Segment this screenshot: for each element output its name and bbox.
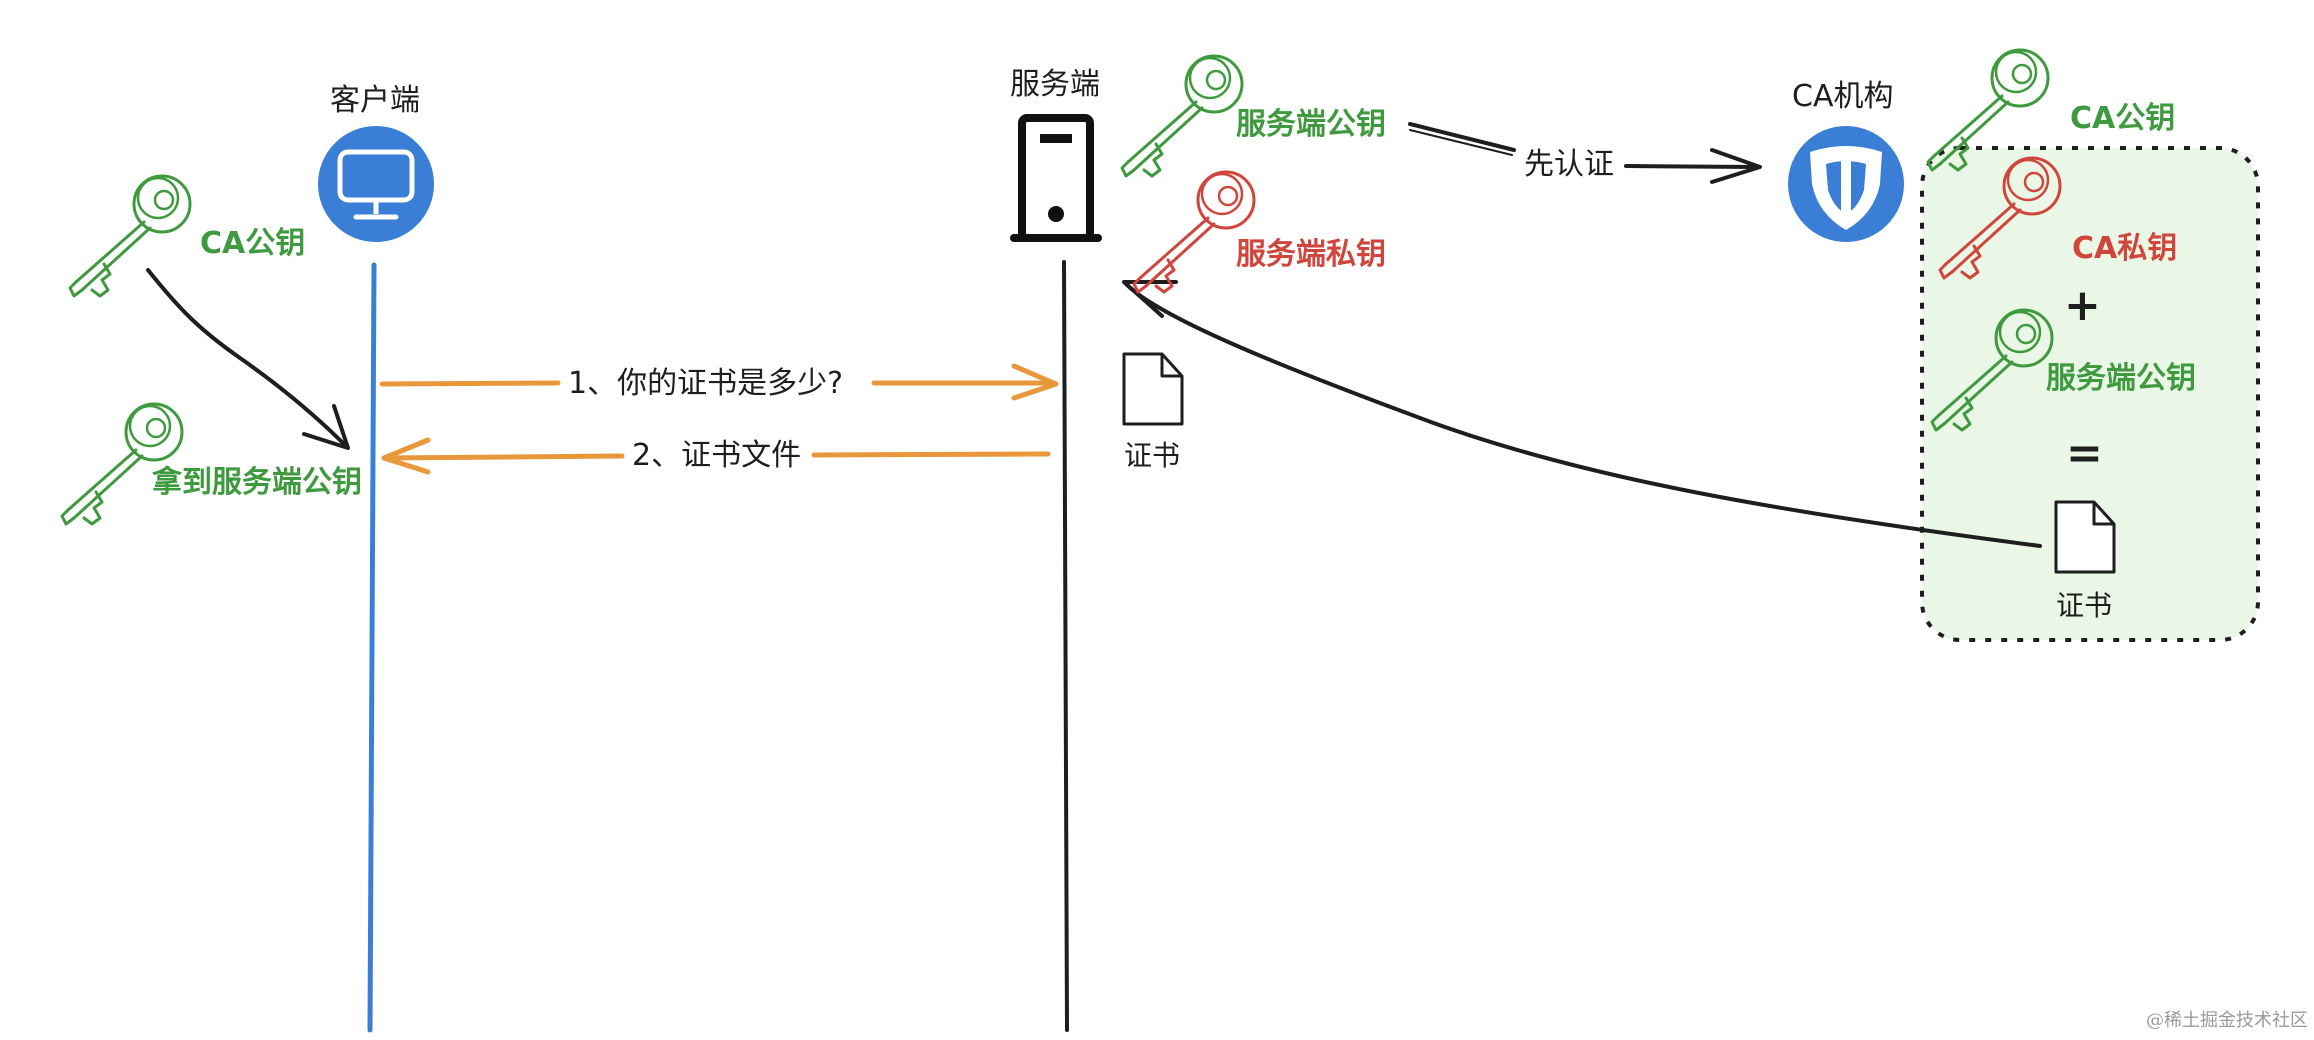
client-ca-public-key-icon — [68, 174, 192, 298]
message-2-label: 2、证书文件 — [632, 438, 802, 473]
server-private-key-label: 服务端私钥 — [1236, 237, 1386, 272]
message-2-arrowhead — [381, 437, 431, 475]
server-certificate-document-icon — [1122, 352, 1184, 426]
certificate-return-arrowhead — [1122, 280, 1178, 318]
certificate-return-arrow — [1124, 282, 2042, 548]
client-server-public-key-icon — [60, 402, 184, 526]
server-public-key-label: 服务端公钥 — [1236, 107, 1386, 142]
server-lifeline — [1062, 260, 1069, 1032]
message-1-arrow-left-segment — [379, 380, 561, 387]
client-lifeline — [367, 262, 377, 1033]
client-server-public-key-label: 拿到服务端公钥 — [152, 465, 362, 500]
server-private-key-icon — [1132, 170, 1256, 294]
ca-private-key-label: CA私钥 — [2072, 231, 2178, 266]
server-public-key-icon — [1120, 54, 1244, 178]
client-ca-public-key-label: CA公钥 — [200, 226, 306, 261]
server-label: 服务端 — [1010, 67, 1100, 102]
ca-key-delivery-arrow — [146, 268, 348, 448]
watermark: @稀土掘金技术社区 — [2146, 1010, 2308, 1031]
message-1-arrowhead — [1011, 363, 1059, 401]
ca-public-key-label: CA公钥 — [2070, 101, 2176, 136]
ca-certificate-box — [1920, 146, 2260, 642]
plus-sign: + — [2064, 280, 2101, 331]
monitor-icon — [318, 126, 434, 242]
ca-certificate-document-icon — [2054, 500, 2116, 574]
verify-arrow-left-segment — [1408, 122, 1516, 152]
verify-arrow-right-segment — [1624, 164, 1758, 169]
server-tower-icon — [1010, 114, 1102, 242]
ca-certificate-label: 证书 — [2056, 589, 2113, 622]
verify-first-label: 先认证 — [1524, 147, 1614, 182]
verify-arrow-left-segment-sketch — [1409, 129, 1513, 156]
client-label: 客户端 — [330, 83, 420, 118]
verify-arrowhead — [1710, 148, 1762, 184]
ca-box-server-public-key-label: 服务端公钥 — [2046, 361, 2196, 396]
message-2-arrow-right-segment — [811, 451, 1051, 458]
message-2-arrow-left-segment — [383, 453, 625, 461]
equals-sign: = — [2066, 428, 2103, 479]
message-1-label: 1、你的证书是多少? — [568, 366, 844, 401]
ca-label: CA机构 — [1792, 79, 1894, 114]
ca-key-delivery-arrowhead — [302, 404, 350, 450]
shield-icon — [1788, 126, 1904, 242]
server-certificate-label: 证书 — [1124, 439, 1181, 472]
